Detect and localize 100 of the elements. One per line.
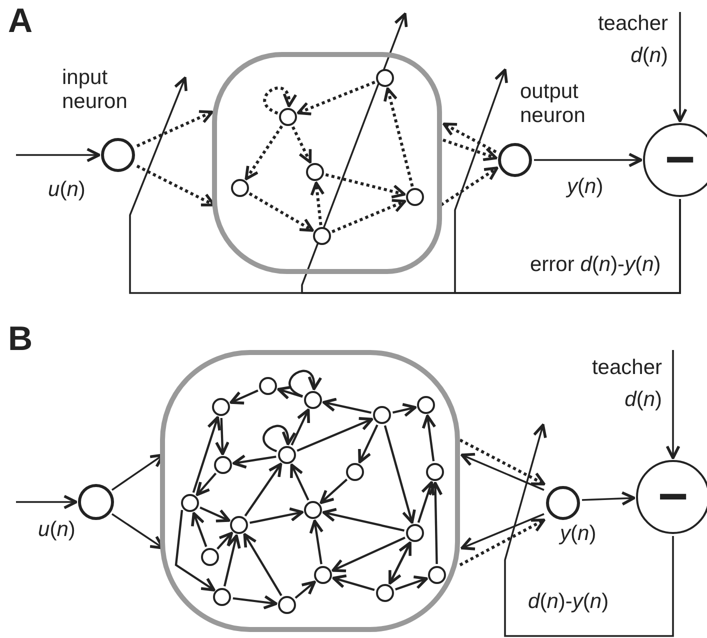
arrow (200, 506, 230, 522)
subtractor-circle: − (636, 460, 707, 534)
arrow (392, 402, 417, 418)
neuron-circle (426, 463, 444, 481)
arrow (384, 425, 416, 524)
signal-label: u(n) (38, 518, 76, 542)
arrow (223, 534, 241, 587)
neuron-circle (546, 486, 580, 520)
arrow (191, 512, 208, 548)
arrow (395, 576, 428, 590)
neuron-circle (214, 456, 232, 474)
arrow (296, 80, 376, 116)
arrow (320, 478, 348, 504)
arrow (290, 464, 310, 501)
arrow (672, 12, 688, 122)
arrow (459, 438, 546, 486)
arrow (192, 416, 221, 493)
arrow (332, 198, 406, 234)
neuron-circle (417, 396, 435, 414)
neuron-label: output neuron (520, 80, 586, 128)
arrow (582, 491, 636, 506)
arrow (196, 472, 217, 496)
neuron-circle (498, 143, 532, 177)
arrow (310, 182, 325, 226)
neuron-circle (279, 108, 297, 126)
arrow (358, 424, 378, 464)
neuron-circle (101, 138, 135, 172)
neuron-circle (376, 584, 394, 602)
reservoir-outline (160, 350, 460, 632)
neuron-circle (428, 566, 446, 584)
neuron-circle (406, 524, 424, 542)
neuron-circle (306, 163, 324, 181)
arrow (232, 595, 278, 610)
arrow (442, 138, 498, 162)
neuron-circle (78, 484, 114, 520)
arrow (325, 173, 406, 199)
arrow (322, 508, 405, 532)
neuron-circle (201, 548, 219, 566)
arrow (277, 386, 303, 400)
arrow (16, 494, 78, 510)
neuron-circle (376, 69, 394, 87)
arrow (244, 125, 284, 180)
arrow (309, 519, 324, 564)
arrow (263, 86, 296, 115)
arrow (16, 148, 100, 162)
signal-label: y(n) (567, 175, 604, 200)
neuron-circle (304, 391, 322, 409)
neuron-circle (212, 398, 230, 416)
arrow (460, 513, 544, 550)
neuron-circle (181, 494, 199, 512)
neuron-circle (406, 188, 424, 206)
arrow (244, 462, 282, 517)
neuron-circle (373, 406, 391, 424)
neuron-circle (230, 516, 248, 534)
error-label: error d(n)-y(n) (530, 253, 661, 278)
arrow (174, 510, 216, 592)
signal-label: d(n) (624, 386, 662, 412)
arrow (296, 417, 374, 452)
neuron-label: input neuron (62, 66, 128, 114)
arrow (288, 370, 321, 398)
arrow (230, 389, 258, 404)
arrow (422, 414, 436, 462)
arrow (460, 452, 544, 491)
arrow (322, 398, 372, 414)
arrow (428, 482, 443, 564)
neuron-circle (314, 566, 332, 584)
arrow (262, 424, 295, 452)
error-label: d(n)-y(n) (528, 590, 609, 614)
panel-letter: A (8, 2, 33, 42)
reservoir-outline (212, 52, 442, 274)
arrow (232, 454, 276, 469)
arrow (290, 408, 310, 446)
signal-label: y(n) (560, 522, 596, 546)
arrow (459, 518, 546, 566)
neuron-circle (259, 377, 277, 395)
arrow (216, 532, 234, 550)
arrow (215, 418, 230, 456)
arrow (243, 533, 282, 596)
arrow (332, 574, 375, 591)
arrow (292, 126, 312, 164)
arrow (332, 536, 406, 572)
neuron-circle (346, 463, 364, 481)
arrow (250, 507, 304, 524)
arrow (454, 68, 681, 294)
neuron-circle (278, 446, 296, 464)
teacher-label: teacher (592, 355, 662, 381)
neuron-circle (278, 596, 296, 614)
arrow (136, 110, 214, 148)
signal-label: u(n) (48, 178, 86, 202)
arrow (383, 87, 414, 187)
panel-letter: B (8, 320, 33, 360)
neuron-circle (304, 501, 322, 519)
arrow (248, 192, 314, 232)
neuron-circle (231, 179, 249, 197)
teacher-label: teacher (598, 11, 668, 37)
neuron-circle (213, 588, 231, 606)
subtractor-circle: − (643, 123, 707, 197)
signal-label: d(n) (630, 42, 668, 68)
arrow (294, 580, 316, 599)
arrow (417, 481, 435, 523)
